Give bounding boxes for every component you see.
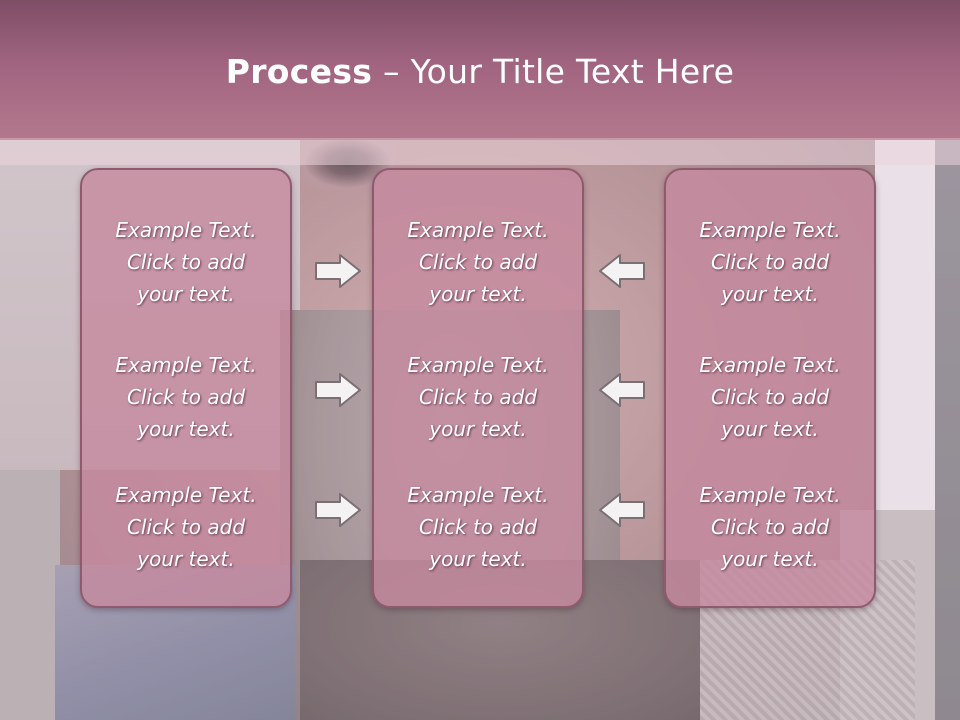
process-box-left[interactable]: Example Text. Click to add your text. Ex… <box>80 168 292 608</box>
text-placeholder[interactable]: Example Text. Click to add your text. <box>115 353 257 441</box>
text-placeholder[interactable]: Example Text. Click to add your text. <box>407 353 549 441</box>
arrow-right-icon <box>314 492 362 528</box>
title-rest: – Your Title Text Here <box>372 52 735 91</box>
text-placeholder[interactable]: Example Text. Click to add your text. <box>115 483 257 571</box>
title-bar: Process – Your Title Text Here <box>0 0 960 140</box>
arrow-right-icon <box>314 253 362 289</box>
process-box-right[interactable]: Example Text. Click to add your text. Ex… <box>664 168 876 608</box>
arrow-right-icon <box>314 372 362 408</box>
text-placeholder[interactable]: Example Text. Click to add your text. <box>699 218 841 306</box>
slide-title[interactable]: Process – Your Title Text Here <box>0 52 960 91</box>
text-placeholder[interactable]: Example Text. Click to add your text. <box>699 483 841 571</box>
arrow-left-icon <box>598 492 646 528</box>
text-placeholder[interactable]: Example Text. Click to add your text. <box>115 218 257 306</box>
text-placeholder[interactable]: Example Text. Click to add your text. <box>407 218 549 306</box>
text-placeholder[interactable]: Example Text. Click to add your text. <box>699 353 841 441</box>
title-bold: Process <box>225 52 373 91</box>
arrow-left-icon <box>598 253 646 289</box>
arrow-left-icon <box>598 372 646 408</box>
text-placeholder[interactable]: Example Text. Click to add your text. <box>407 483 549 571</box>
process-box-center[interactable]: Example Text. Click to add your text. Ex… <box>372 168 584 608</box>
